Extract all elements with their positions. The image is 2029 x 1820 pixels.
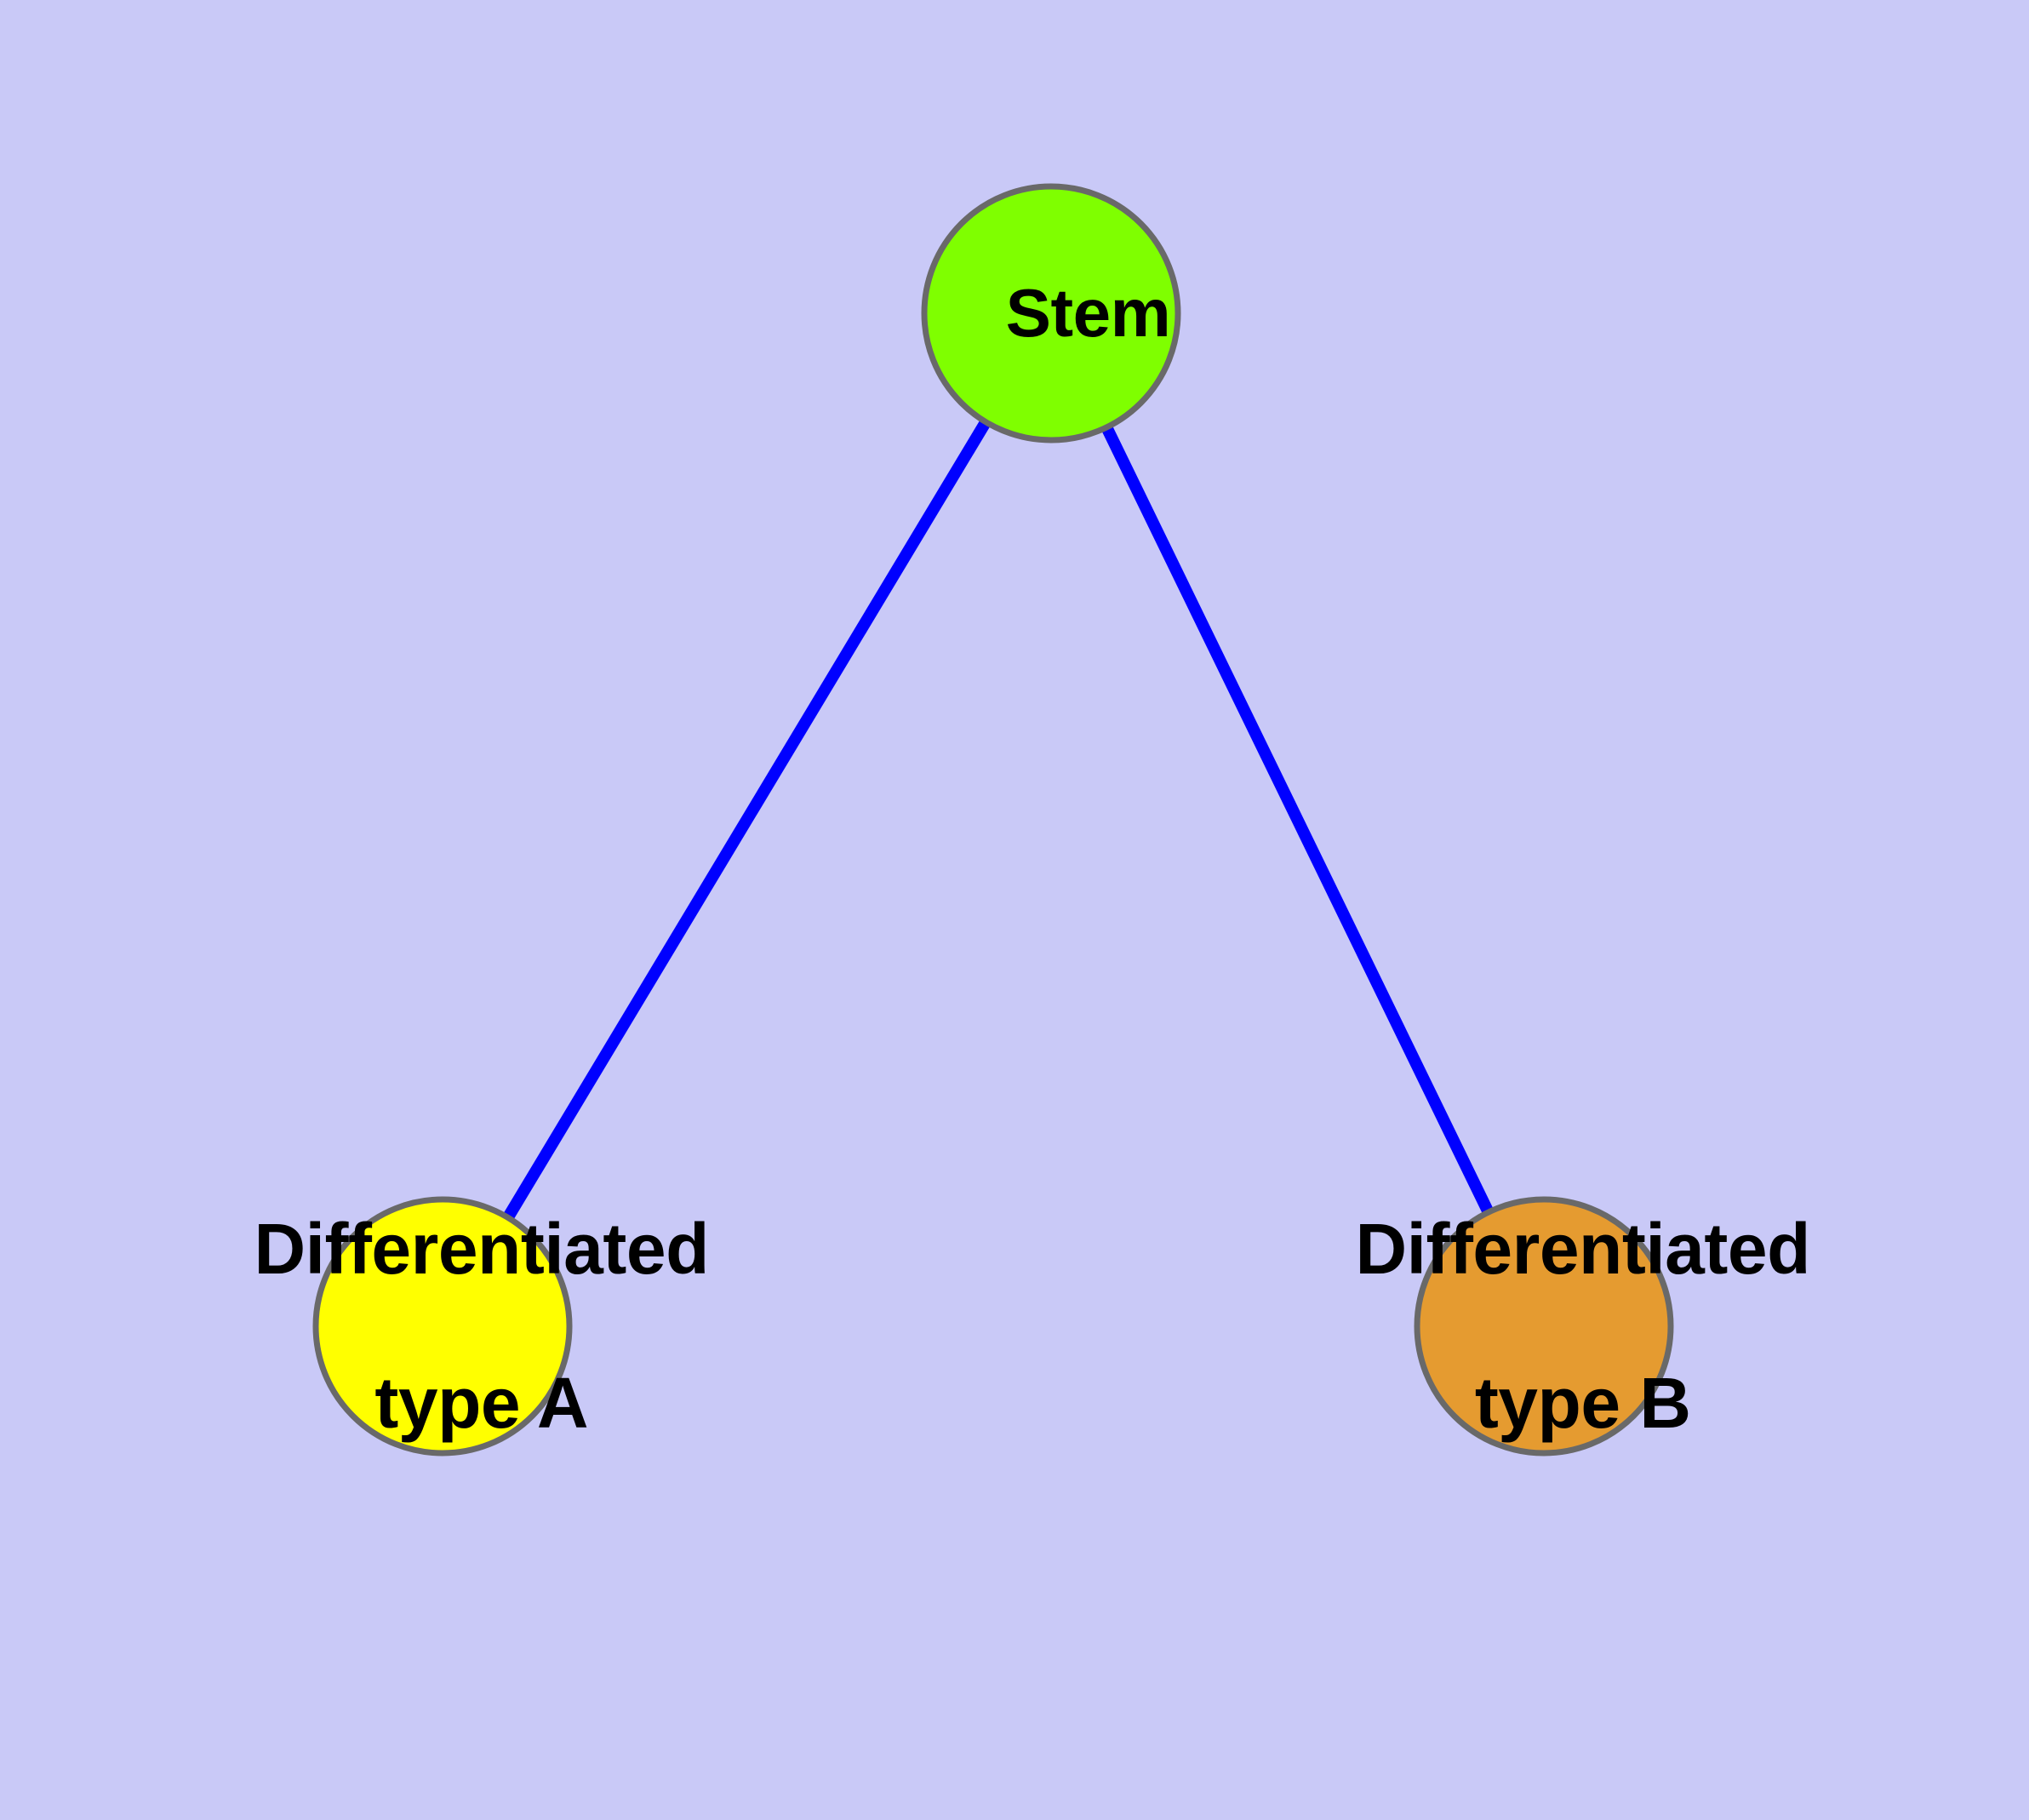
nodes-layer xyxy=(312,183,1674,1457)
edges-layer xyxy=(437,310,1550,1330)
node-stem[interactable] xyxy=(921,183,1181,444)
node-differentiated-type-a[interactable] xyxy=(312,1196,573,1457)
edge-stem-to-differentiated-type-b[interactable] xyxy=(1045,310,1550,1330)
node-differentiated-type-b[interactable] xyxy=(1414,1196,1674,1457)
edge-stem-to-differentiated-type-a[interactable] xyxy=(437,310,1057,1330)
